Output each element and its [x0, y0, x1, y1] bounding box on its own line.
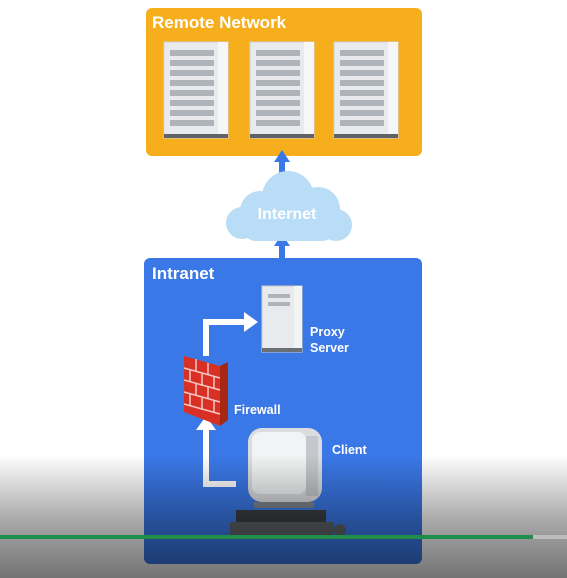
firewall-icon — [183, 356, 228, 426]
proxy-server-label: Proxy Server — [310, 324, 349, 356]
proxy-label-line1: Proxy — [310, 325, 345, 339]
arrow-firewall-to-proxy — [203, 319, 246, 356]
video-progress-bar[interactable] — [0, 535, 567, 539]
firewall-label: Firewall — [234, 403, 281, 417]
video-progress-fill — [0, 535, 533, 539]
arrow-up-icon — [274, 150, 290, 178]
arrow-right-icon — [244, 312, 258, 332]
intranet-panel: Intranet — [144, 258, 422, 564]
cloud-icon — [226, 171, 352, 241]
arrow-client-to-firewall — [203, 428, 236, 487]
proxy-label-line2: Server — [310, 341, 349, 355]
intranet-title: Intranet — [152, 264, 215, 283]
client-label: Client — [332, 443, 367, 457]
remote-network-title: Remote Network — [152, 13, 287, 32]
internet-cloud: Internet — [218, 165, 356, 247]
client-computer-icon — [230, 428, 346, 536]
intranet-graphics — [183, 285, 346, 536]
proxy-server-icon — [261, 285, 303, 353]
arrow-up-icon — [196, 416, 216, 430]
internet-label: Internet — [257, 206, 317, 223]
remote-network-panel: Remote Network — [146, 8, 422, 156]
